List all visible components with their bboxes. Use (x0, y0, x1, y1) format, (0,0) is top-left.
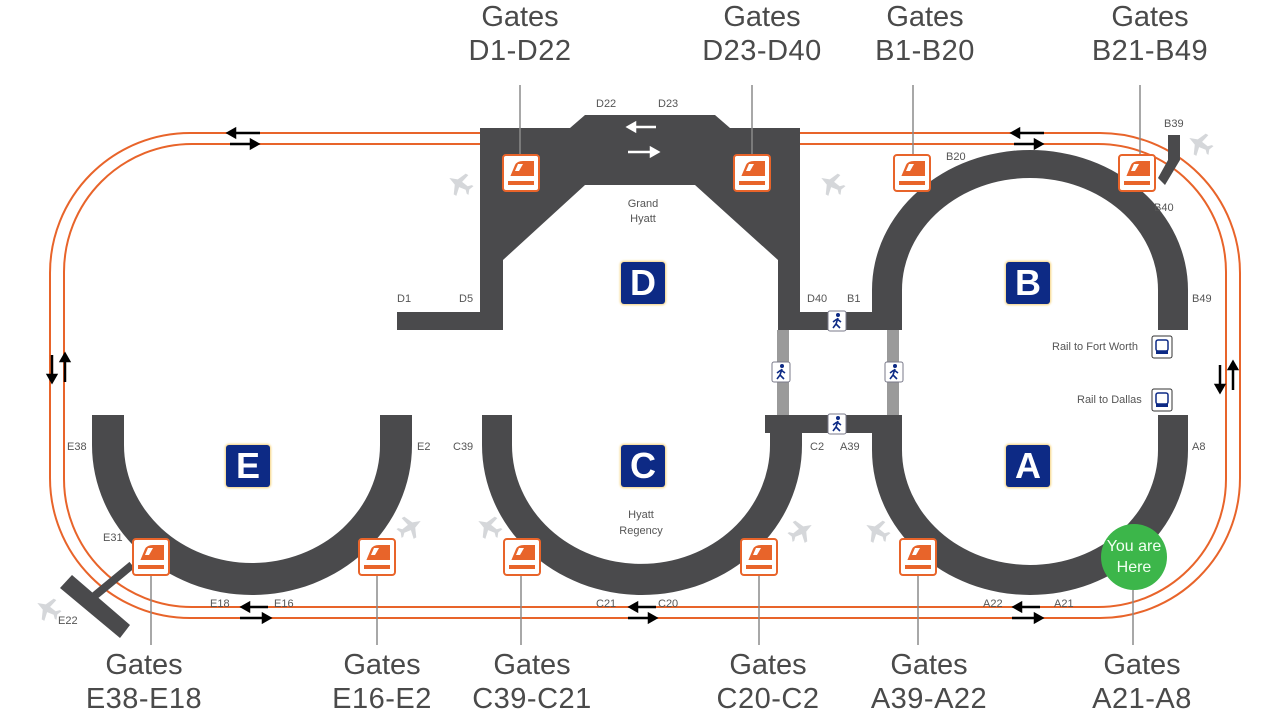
rail-fort-worth-icon[interactable] (1151, 335, 1173, 359)
you-are-here-marker: You are Here (1101, 524, 1167, 590)
gate-group-b1-b20: Gates B1-B20 (835, 0, 1015, 68)
direction-arrows (45, 126, 1240, 625)
airplane-icon (393, 510, 427, 544)
skylink-station-b1-icon[interactable] (893, 154, 931, 192)
skylink-station-d1-icon[interactable] (502, 154, 540, 192)
gate-label-c21: C21 (596, 598, 616, 610)
gate-label-b40: B40 (1154, 202, 1174, 214)
airplane-icon (1183, 127, 1217, 161)
gate-label-b20: B20 (946, 151, 966, 163)
skylink-station-d23-icon[interactable] (733, 154, 771, 192)
walk-icon (884, 361, 904, 383)
gate-label-c2: C2 (810, 441, 824, 453)
e22-satellite (60, 561, 135, 638)
skylink-station-b21-icon[interactable] (1118, 154, 1156, 192)
leader-lines (150, 85, 1141, 645)
gate-label-a21: A21 (1054, 598, 1074, 610)
gate-group-title: Gates (1111, 1, 1189, 33)
airplane-icon (860, 514, 894, 548)
gate-label-c39: C39 (453, 441, 473, 453)
gate-label-e22: E22 (58, 615, 78, 627)
terminal-e-building (92, 415, 412, 595)
you-are-here-line2: Here (1116, 559, 1152, 576)
gate-group-range: D23-D40 (702, 35, 822, 67)
hotel-hyatt-regency-line1: Hyatt (628, 509, 654, 521)
gate-group-range: B21-B49 (1091, 35, 1209, 67)
gate-group-a21-a8: Gates A21-A8 (1052, 648, 1232, 716)
skylink-station-c39-icon[interactable] (503, 538, 541, 576)
you-are-here-line1: You are (1106, 538, 1162, 555)
gate-group-title: Gates (890, 649, 968, 681)
gate-label-b1: B1 (847, 293, 860, 305)
gate-label-a8: A8 (1192, 441, 1205, 453)
rail-dallas-icon[interactable] (1151, 388, 1173, 412)
gate-label-e16: E16 (274, 598, 294, 610)
terminal-d-badge[interactable]: D (621, 262, 665, 304)
airplane-icon (784, 514, 818, 548)
skylink-station-e38-icon[interactable] (132, 538, 170, 576)
gate-group-a39-a22: Gates A39-A22 (839, 648, 1019, 716)
gate-group-title: Gates (481, 1, 559, 33)
skylink-station-c20-icon[interactable] (740, 538, 778, 576)
gate-label-e31: E31 (103, 532, 123, 544)
gate-label-c20: C20 (658, 598, 678, 610)
gate-group-b21-b49: Gates B21-B49 (1060, 0, 1240, 68)
gate-group-range: A21-A8 (1092, 683, 1192, 715)
terminal-b-badge[interactable]: B (1006, 262, 1050, 304)
gate-group-range: C20-C2 (716, 683, 820, 715)
skylink-station-e16-icon[interactable] (358, 538, 396, 576)
gate-group-range: B1-B20 (875, 35, 975, 67)
gate-label-d1: D1 (397, 293, 411, 305)
walk-icon (771, 361, 791, 383)
gate-label-e18: E18 (210, 598, 230, 610)
gate-group-d23-d40: Gates D23-D40 (672, 0, 852, 68)
gate-label-b39: B39 (1164, 118, 1184, 130)
gate-group-title: Gates (729, 649, 807, 681)
airplane-icon (443, 167, 477, 201)
terminal-d-building (397, 115, 800, 330)
terminal-d-arrows (625, 120, 661, 159)
gate-group-c39-c21: Gates C39-C21 (442, 648, 622, 716)
gate-group-c20-c2: Gates C20-C2 (678, 648, 858, 716)
terminal-c-building (482, 415, 802, 595)
gate-label-a22: A22 (983, 598, 1003, 610)
walk-icon (827, 413, 847, 435)
gate-group-title: Gates (886, 1, 964, 33)
walk-icon (827, 310, 847, 332)
skylink-station-a39-icon[interactable] (899, 538, 937, 576)
hotel-hyatt-regency-line2: Regency (619, 525, 663, 537)
terminal-b-building (872, 150, 1188, 330)
gate-group-d1-d22: Gates D1-D22 (430, 0, 610, 68)
terminal-c-badge[interactable]: C (621, 445, 665, 487)
gate-label-d23: D23 (658, 98, 678, 110)
terminal-e-badge[interactable]: E (226, 445, 270, 487)
gate-group-range: A39-A22 (870, 683, 988, 715)
gate-label-a39: A39 (840, 441, 860, 453)
gate-label-e2: E2 (417, 441, 430, 453)
gate-group-title: Gates (105, 649, 183, 681)
airplane-icon (815, 167, 849, 201)
b39-stub (1158, 135, 1180, 185)
gate-group-title: Gates (343, 649, 421, 681)
gate-label-d40: D40 (807, 293, 827, 305)
hotel-grand-hyatt-line2: Hyatt (630, 213, 656, 225)
gate-group-e38-e18: Gates E38-E18 (54, 648, 234, 716)
gate-group-title: Gates (723, 1, 801, 33)
gate-group-e16-e2: Gates E16-E2 (292, 648, 472, 716)
gate-label-d5: D5 (459, 293, 473, 305)
rail-dallas-label: Rail to Dallas (1077, 394, 1142, 406)
gate-label-e38: E38 (67, 441, 87, 453)
rail-fort-worth-label: Rail to Fort Worth (1052, 341, 1138, 353)
gate-label-d22: D22 (596, 98, 616, 110)
gate-group-range: D1-D22 (468, 35, 572, 67)
gate-group-range: C39-C21 (472, 683, 592, 715)
gate-label-b49: B49 (1192, 293, 1212, 305)
gate-group-range: E38-E18 (85, 683, 203, 715)
terminal-a-badge[interactable]: A (1006, 445, 1050, 487)
gate-group-title: Gates (493, 649, 571, 681)
gate-group-title: Gates (1103, 649, 1181, 681)
hotel-grand-hyatt-line1: Grand (628, 198, 659, 210)
gate-group-range: E16-E2 (332, 683, 432, 715)
